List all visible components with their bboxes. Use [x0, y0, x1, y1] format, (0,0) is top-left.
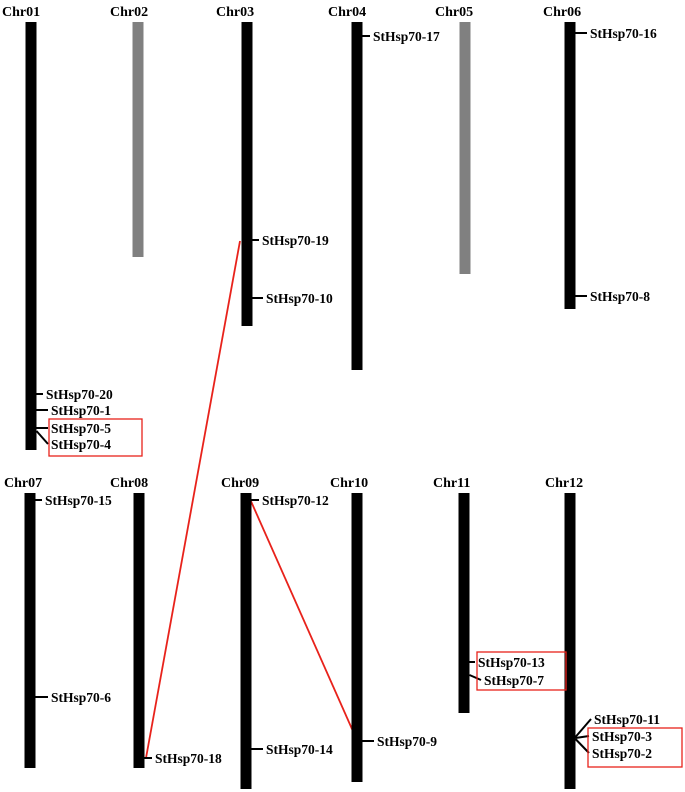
- chromosome-bar-chr12: [564, 493, 576, 789]
- gene-label-sthsp70-10: StHsp70-10: [266, 291, 333, 306]
- chromosome-label-chr08: Chr08: [110, 476, 148, 491]
- tandem-boxes: [48, 418, 683, 768]
- chromosome-label-chr06: Chr06: [543, 5, 581, 20]
- chromosome-bar-chr10: [351, 493, 363, 782]
- chromosome-label-chr04: Chr04: [328, 5, 366, 20]
- chromosome-bar-chr11: [458, 493, 470, 713]
- duplication-link-sthsp70-12-sthsp70-9: [249, 498, 357, 739]
- gene-tick-sthsp70-4: [35, 430, 49, 445]
- gene-label-sthsp70-16: StHsp70-16: [590, 26, 657, 41]
- chromosome-bar-chr07: [24, 493, 36, 768]
- gene-label-sthsp70-15: StHsp70-15: [45, 493, 112, 508]
- chromosome-bars: [24, 22, 576, 789]
- gene-label-sthsp70-17: StHsp70-17: [373, 29, 440, 44]
- gene-label-sthsp70-18: StHsp70-18: [155, 751, 222, 766]
- chromosome-label-chr01: Chr01: [2, 5, 40, 20]
- gene-label-sthsp70-20: StHsp70-20: [46, 387, 113, 402]
- chromosome-bar-chr08: [133, 493, 145, 768]
- chromosome-bar-chr06: [564, 22, 576, 309]
- gene-label-sthsp70-5: StHsp70-5: [51, 421, 111, 436]
- chromosome-label-chr11: Chr11: [433, 476, 470, 491]
- chromosome-bar-chr09: [240, 493, 252, 789]
- gene-tick-sthsp70-3: [575, 735, 590, 739]
- gene-label-sthsp70-3: StHsp70-3: [592, 729, 652, 744]
- chromosome-bar-chr05: [459, 22, 471, 274]
- gene-label-sthsp70-1: StHsp70-1: [51, 403, 111, 418]
- chromosome-label-chr12: Chr12: [545, 476, 583, 491]
- chromosome-bar-chr02: [132, 22, 144, 257]
- gene-label-sthsp70-11: StHsp70-11: [594, 712, 660, 727]
- duplication-link-sthsp70-19-sthsp70-18: [145, 240, 241, 759]
- chromosome-label-chr10: Chr10: [330, 476, 368, 491]
- chromosome-label-chr07: Chr07: [4, 476, 42, 491]
- gene-tick-sthsp70-7: [469, 674, 482, 681]
- gene-label-sthsp70-14: StHsp70-14: [266, 742, 333, 757]
- gene-label-sthsp70-6: StHsp70-6: [51, 690, 111, 705]
- chromosome-label-chr05: Chr05: [435, 5, 473, 20]
- tandem-box-sthsp70-3-sthsp70-2: [587, 727, 683, 768]
- tandem-box-sthsp70-5-sthsp70-4: [48, 418, 143, 457]
- chromosome-bar-chr01: [25, 22, 37, 450]
- chromosome-label-chr03: Chr03: [216, 5, 254, 20]
- gene-label-sthsp70-7: StHsp70-7: [484, 673, 544, 688]
- chromosome-bar-chr04: [351, 22, 363, 370]
- chromosome-label-chr09: Chr09: [221, 476, 259, 491]
- gene-label-sthsp70-19: StHsp70-19: [262, 233, 329, 248]
- duplication-links: [145, 240, 357, 759]
- gene-tick-sthsp70-2: [574, 738, 590, 754]
- tandem-box-sthsp70-13-sthsp70-7: [476, 651, 567, 691]
- gene-tick-sthsp70-11: [574, 718, 592, 738]
- chromosome-label-chr02: Chr02: [110, 5, 148, 20]
- gene-label-sthsp70-9: StHsp70-9: [377, 734, 437, 749]
- gene-label-sthsp70-13: StHsp70-13: [478, 655, 545, 670]
- chromosome-bar-chr03: [241, 22, 253, 326]
- gene-label-sthsp70-12: StHsp70-12: [262, 493, 329, 508]
- gene-label-sthsp70-4: StHsp70-4: [51, 437, 111, 452]
- gene-label-sthsp70-2: StHsp70-2: [592, 746, 652, 761]
- gene-label-sthsp70-8: StHsp70-8: [590, 289, 650, 304]
